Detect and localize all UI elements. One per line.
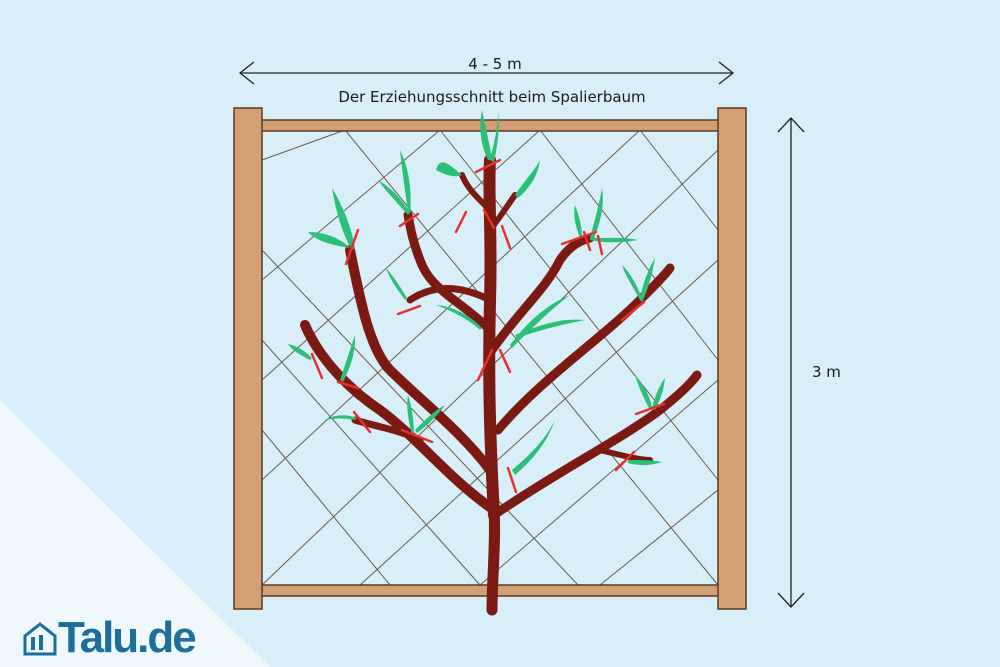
height-arrow — [777, 117, 805, 608]
height-label: 3 m — [812, 363, 841, 381]
left-post — [233, 107, 263, 610]
width-label: 4 - 5 m — [468, 55, 521, 73]
logo-text: Talu.de — [58, 613, 197, 662]
wooden-frame — [233, 107, 747, 610]
cut-marks — [310, 158, 666, 494]
leaves — [288, 110, 665, 475]
house-tools-icon — [23, 622, 57, 656]
width-arrow — [238, 61, 735, 85]
diagram-title: Der Erziehungsschnitt beim Spalierbaum — [338, 88, 645, 106]
background-corner — [0, 400, 270, 667]
talu-logo[interactable]: Talu.de — [22, 613, 197, 663]
top-beam — [249, 119, 731, 132]
tree — [300, 154, 702, 616]
right-post — [717, 107, 747, 610]
